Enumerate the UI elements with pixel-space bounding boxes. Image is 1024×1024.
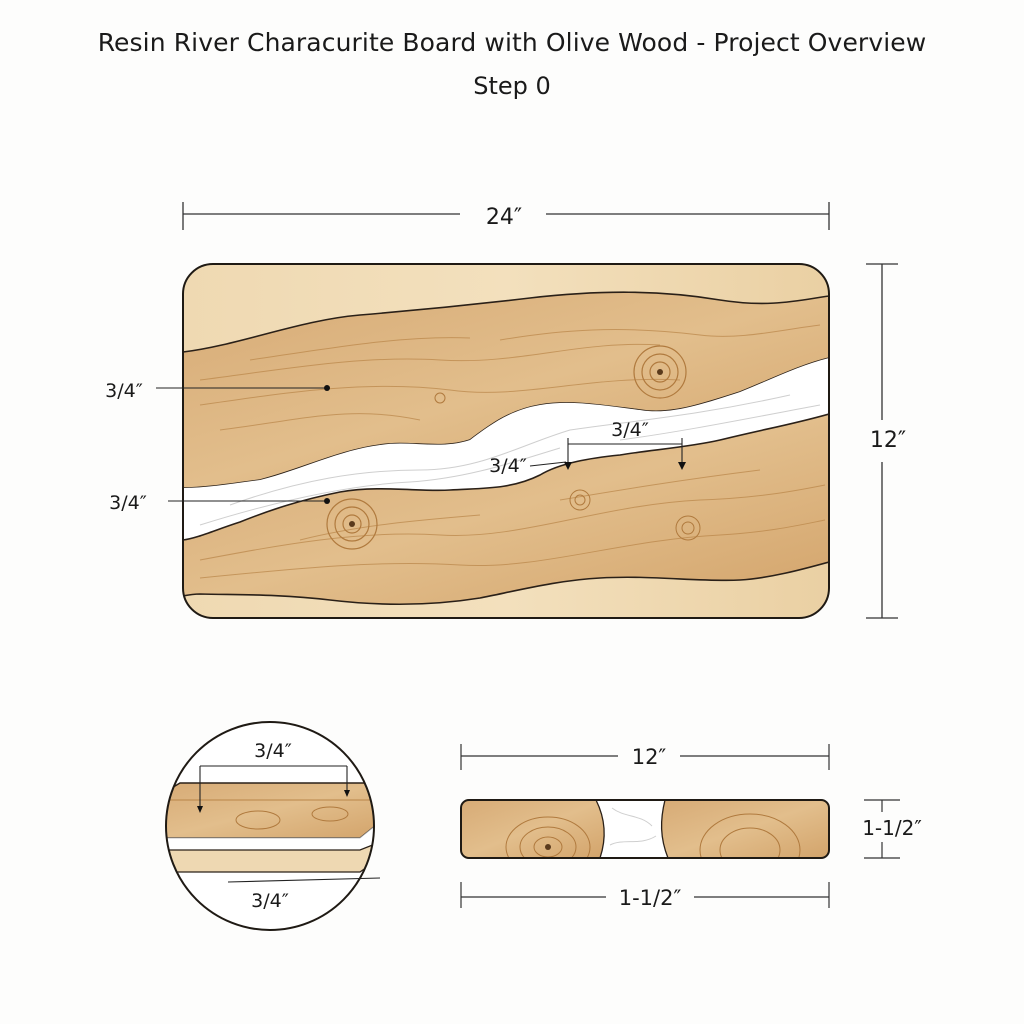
page-title: Resin River Characurite Board with Olive… xyxy=(97,28,927,57)
detail-circle-view xyxy=(165,721,375,931)
detail-bottom-label: 3/4″ xyxy=(251,890,289,912)
resin-river xyxy=(183,358,829,540)
height-dimension xyxy=(866,263,898,619)
knot-2 xyxy=(326,498,378,550)
width-dimension xyxy=(182,202,830,230)
end-width-label: 12″ xyxy=(632,745,667,769)
end-bottom-label: 1-1/2″ xyxy=(619,886,682,910)
knot-1 xyxy=(633,345,687,399)
end-view-board xyxy=(460,799,830,859)
callout-label-3: 3/4″ xyxy=(611,419,649,441)
height-label: 12″ xyxy=(870,428,906,453)
callout-label-1: 3/4″ xyxy=(105,380,143,402)
width-label: 24″ xyxy=(486,205,522,230)
lower-wood-slab xyxy=(183,412,829,606)
top-view-board xyxy=(182,263,830,619)
detail-top-label: 3/4″ xyxy=(254,740,292,762)
callout-label-2: 3/4″ xyxy=(109,492,147,514)
end-thickness-label: 1-1/2″ xyxy=(862,816,922,840)
callout-label-4: 3/4″ xyxy=(489,455,527,477)
page-subtitle: Step 0 xyxy=(473,72,551,100)
